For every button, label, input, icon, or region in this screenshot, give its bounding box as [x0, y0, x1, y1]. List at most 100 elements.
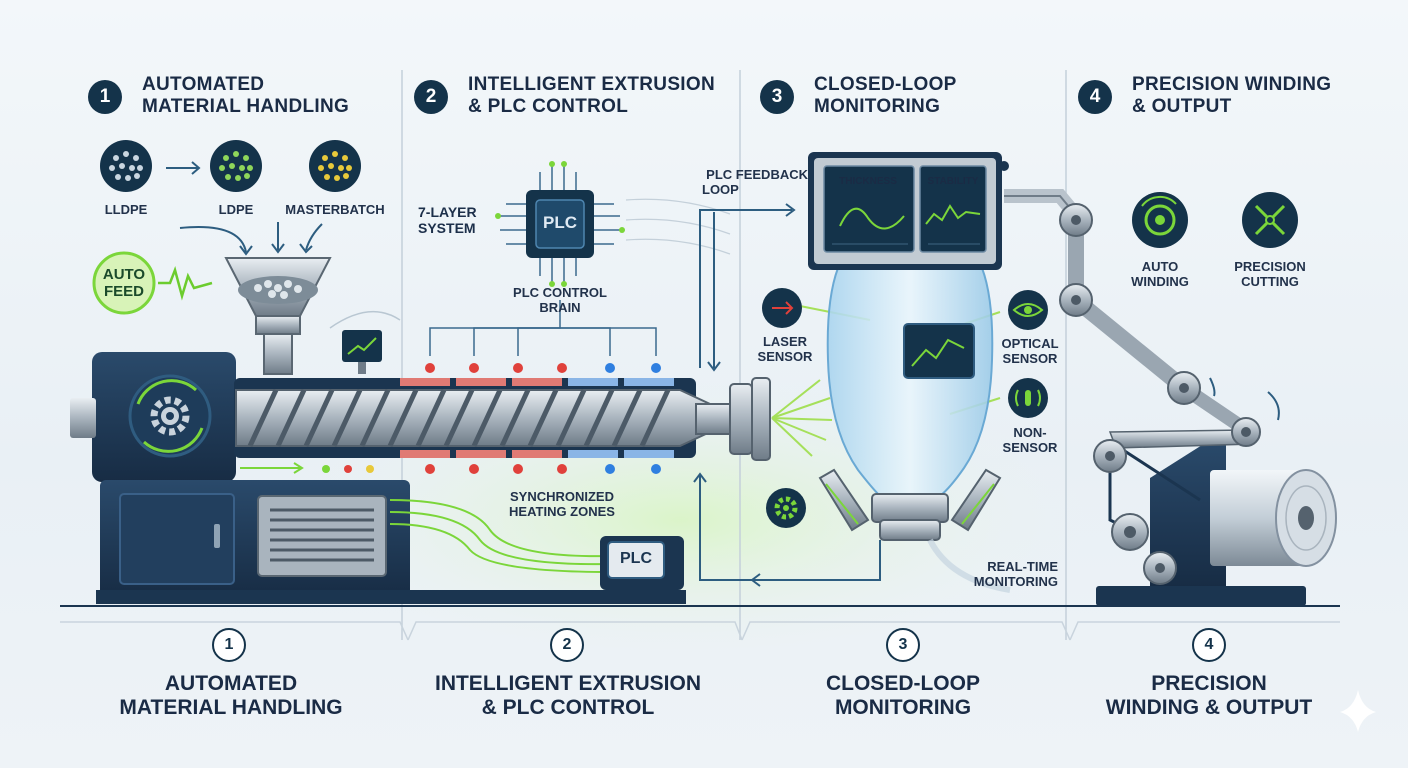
material-ldpe-label: LDPE	[218, 202, 254, 217]
footer-stage-2-badge: 2	[550, 628, 584, 662]
non-contact-sensor-label: NON- SENSOR	[996, 425, 1064, 456]
plc-brain-line-2: BRAIN	[539, 299, 581, 315]
mini-monitor-icon	[342, 330, 382, 374]
heating-zone-bands	[400, 378, 674, 458]
footer-2-line-1: INTELLIGENT EXTRUSION	[434, 672, 701, 695]
heating-zone-indicators	[425, 363, 661, 474]
film-roll	[1210, 469, 1337, 567]
footer-3-line-1: CLOSED-LOOP	[825, 672, 980, 695]
plc-chip-label: PLC	[543, 213, 577, 232]
optical-line-1: OPTICAL	[1001, 336, 1059, 351]
plc-brain-line-1: PLC CONTROL	[513, 285, 607, 300]
laser-sensor-label: LASER SENSOR	[752, 334, 818, 365]
footer-stage-2-title: INTELLIGENT EXTRUSION & PLC CONTROL	[420, 672, 716, 720]
status-lights	[240, 462, 374, 474]
realtime-line-2: MONITORING	[973, 573, 1058, 589]
extruder-motor-housing	[70, 352, 236, 482]
stability-label: STABILITY	[927, 176, 979, 187]
air-ring-brackets	[818, 468, 1002, 532]
stage-1-badge: 1	[88, 80, 122, 114]
eye-icon	[1008, 290, 1048, 330]
plc-control-brain-label: PLC CONTROL BRAIN	[500, 285, 620, 316]
stage-4-title: PRECISION WINDING & OUTPUT	[1132, 74, 1331, 118]
cutting-line-2: CUTTING	[1241, 273, 1299, 289]
stage-1-title: AUTOMATED MATERIAL HANDLING	[142, 74, 349, 118]
stage-4-title-line-1: PRECISION WINDING	[1132, 74, 1332, 95]
stage-2-badge: 2	[414, 80, 448, 114]
footer-4-line-1: PRECISION	[1151, 672, 1267, 695]
stage-3-title: CLOSED-LOOP MONITORING	[814, 74, 957, 118]
seven-layer-system-label: 7-LAYER SYSTEM	[418, 204, 477, 236]
material-masterbatch-label: MASTERBATCH	[285, 202, 385, 217]
plc-feedback-loop-label: PLC FEEDBACK LOOP	[684, 167, 808, 198]
stage-4-badge: 4	[1078, 80, 1112, 114]
stage-1-title-line-2: MATERIAL HANDLING	[142, 95, 350, 117]
extruder-base-cabinet	[96, 480, 686, 604]
heating-zones-label: SYNCHRONIZED HEATING ZONES	[500, 489, 624, 520]
feedback-line-1: PLC FEEDBACK	[706, 167, 808, 182]
plc-control-lines	[429, 300, 657, 356]
winder-frame	[1093, 417, 1306, 606]
winding-line-1: AUTO	[1141, 259, 1179, 274]
sparkle-icon	[1340, 690, 1376, 732]
footer-3-line-2: MONITORING	[834, 696, 972, 720]
stage-3-badge: 3	[760, 80, 794, 114]
thickness-stability-panel	[808, 152, 1009, 270]
thickness-label: THICKNESS	[839, 176, 897, 187]
hopper	[224, 257, 332, 375]
stage-2-title: INTELLIGENT EXTRUSION & PLC CONTROL	[468, 74, 715, 118]
laser-line-2: SENSOR	[757, 348, 813, 364]
footer-stage-1-title: AUTOMATED MATERIAL HANDLING	[100, 672, 362, 720]
material-lldpe-label: LLDPE	[104, 202, 148, 217]
optical-sensor-label: OPTICAL SENSOR	[996, 336, 1064, 367]
optical-line-2: SENSOR	[1002, 350, 1058, 366]
footer-brackets	[60, 621, 1340, 641]
footer-stage-1-badge: 1	[212, 628, 246, 662]
footer-stage-3-badge: 3	[886, 628, 920, 662]
feedback-loop-arrows	[693, 203, 881, 587]
real-time-monitoring-label: REAL-TIME MONITORING	[958, 559, 1058, 590]
cutting-line-1: PRECISION	[1234, 259, 1306, 274]
auto-feed-icon	[92, 251, 213, 315]
extruder-barrel	[234, 378, 743, 458]
material-flow-arrows	[166, 161, 323, 256]
material-masterbatch-icon	[309, 140, 361, 192]
auto-feed-line-2: FEED	[103, 283, 144, 301]
stage-3-title-line-2: MONITORING	[814, 95, 941, 117]
auto-feed-line-1: AUTO	[102, 266, 146, 283]
winding-line-2: WINDING	[1131, 273, 1189, 289]
stage-1-title-line-1: AUTOMATED	[142, 74, 265, 95]
footer-stage-3-title: CLOSED-LOOP MONITORING	[790, 672, 1016, 720]
heating-line-1: SYNCHRONIZED	[509, 489, 614, 504]
non-contact-sensor-icon	[1008, 378, 1048, 418]
laser-sensor-icon	[762, 288, 802, 328]
material-ldpe-icon	[210, 140, 262, 192]
plc-box	[600, 536, 684, 590]
data-flow-lines	[389, 499, 611, 573]
heating-line-2: HEATING ZONES	[509, 503, 615, 519]
footer-1-line-2: MATERIAL HANDLING	[119, 696, 343, 720]
laser-line-1: LASER	[762, 334, 808, 349]
realtime-line-1: REAL-TIME	[987, 559, 1058, 574]
footer-2-line-2: & PLC CONTROL	[481, 696, 655, 720]
stage-2-title-line-2: & PLC CONTROL	[468, 95, 629, 117]
auto-feed-label: AUTO FEED	[96, 266, 152, 301]
gear-icon	[150, 396, 190, 436]
footer-stage-4-title: PRECISION WINDING & OUTPUT	[1086, 672, 1332, 720]
seven-layer-line-2: SYSTEM	[418, 220, 476, 237]
stage-3-title-line-1: CLOSED-LOOP	[814, 74, 957, 95]
non-line-1: NON-	[1013, 425, 1047, 440]
precision-cutting-label: PRECISION CUTTING	[1224, 259, 1316, 290]
bubble-monitor-icon	[903, 323, 975, 379]
stage-4-title-line-2: & OUTPUT	[1132, 95, 1232, 117]
material-lldpe-icon	[100, 140, 152, 192]
plc-chip-icon	[495, 161, 625, 287]
seven-layer-line-1: 7-LAYER	[418, 204, 477, 220]
plc-box-label: PLC	[620, 550, 652, 567]
auto-winding-icon	[1132, 192, 1188, 248]
feedback-line-2: LOOP	[702, 181, 739, 197]
footer-1-line-1: AUTOMATED	[164, 672, 298, 695]
settings-gear-icon	[766, 488, 806, 528]
